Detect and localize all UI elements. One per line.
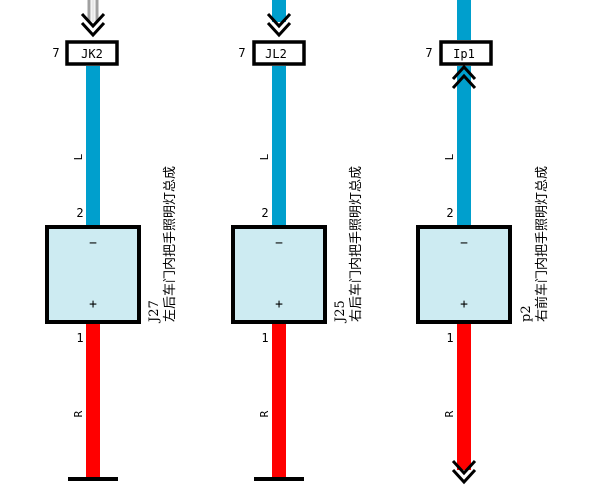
pin-number: 1: [76, 331, 83, 345]
pin-number: 2: [76, 206, 83, 220]
minus-terminal: −: [89, 236, 97, 251]
component-code: p2: [519, 305, 534, 322]
double-chevron-down-icon: [80, 21, 106, 38]
component-name: 右前车门内把手照明灯总成: [534, 166, 550, 322]
plus-terminal: +: [89, 297, 97, 312]
wire-color-label: L: [72, 153, 85, 160]
circuit-column-2: JL2 7 L 2 − + 1 J25 右后车门内把手照明灯总成 R: [231, 0, 364, 481]
lamp-component: [231, 225, 327, 324]
double-chevron-up-icon: [451, 73, 477, 90]
connector-pin: 7: [52, 46, 59, 60]
plus-terminal: +: [460, 297, 468, 312]
wire-color-label: R: [72, 410, 85, 417]
component-name: 右后车门内把手照明灯总成: [348, 166, 364, 322]
pin-number: 1: [261, 331, 268, 345]
double-chevron-down-icon: [451, 459, 477, 476]
double-chevron-down-icon: [266, 12, 292, 29]
lamp-component: [416, 225, 512, 324]
connector-pin: 7: [238, 46, 245, 60]
double-chevron-up-icon: [451, 64, 477, 81]
connector-id: Ip1: [453, 47, 475, 61]
component-code: J25: [333, 300, 348, 324]
connector-pin: 7: [425, 46, 432, 60]
minus-terminal: −: [460, 236, 468, 251]
pin-number: 2: [446, 206, 453, 220]
component-code: J27: [147, 300, 162, 324]
circuit-column-1: JK2 7 L 2 − + 1 J27 左后车门内把手照明灯总成 R: [45, 0, 178, 481]
double-chevron-down-icon: [80, 12, 106, 29]
component-name: 左后车门内把手照明灯总成: [162, 166, 178, 322]
circuit-column-3: Ip1 7 L 2 − + 1 p2 右前车门内把手照明灯总成 R: [416, 0, 550, 485]
pin-number: 2: [261, 206, 268, 220]
wire-color-label: R: [443, 410, 456, 417]
wire-color-label: R: [258, 410, 271, 417]
lamp-component: [45, 225, 141, 324]
connector-id: JK2: [81, 47, 103, 61]
wire-color-label: L: [258, 153, 271, 160]
double-chevron-down-icon: [266, 21, 292, 38]
connector-box: [65, 40, 119, 66]
plus-terminal: +: [275, 297, 283, 312]
connector-id: JL2: [265, 47, 287, 61]
connector-box: [439, 40, 493, 66]
pin-number: 1: [446, 331, 453, 345]
minus-terminal: −: [275, 236, 283, 251]
connector-box: [252, 40, 306, 66]
double-chevron-down-icon: [451, 468, 477, 485]
wire-color-label: L: [443, 153, 456, 160]
